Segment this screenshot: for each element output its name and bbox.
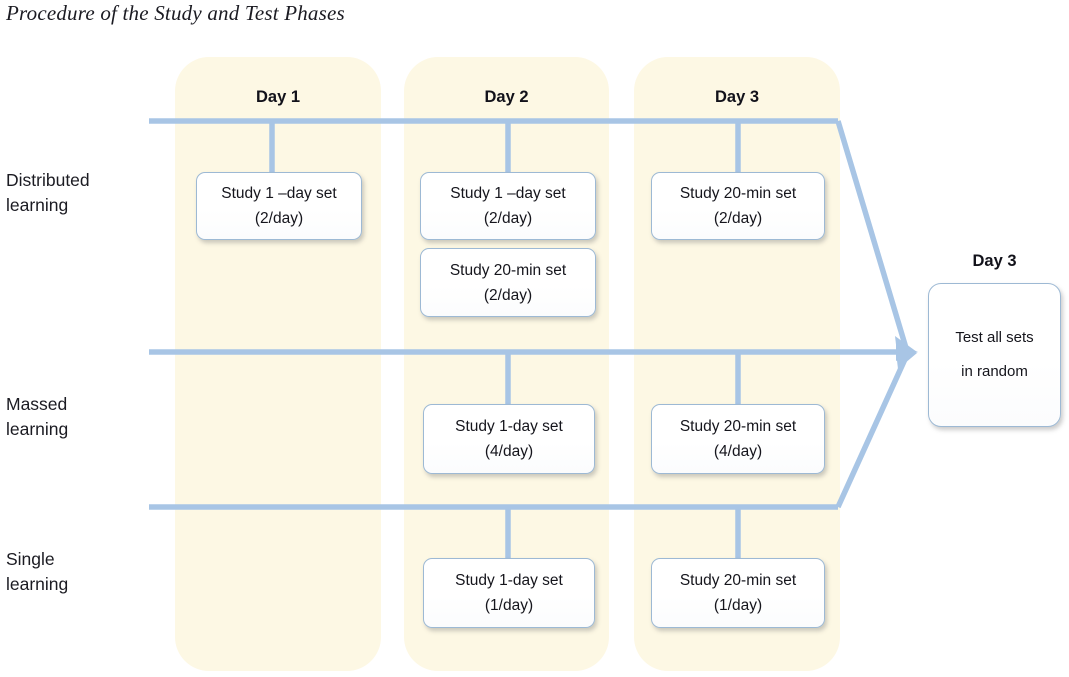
arrowhead-group	[895, 336, 918, 369]
study-box-distributed-day2-b[interactable]: Study 20-min set (2/day)	[420, 248, 596, 317]
day-column-1: Day 1	[175, 57, 381, 671]
row-label-distributed-line2: learning	[6, 195, 69, 215]
study-box-massed-day3[interactable]: Study 20-min set (4/day)	[651, 404, 825, 474]
study-box-line1: Study 20-min set	[449, 261, 567, 279]
study-box-line2: (1/day)	[713, 597, 763, 614]
row-label-massed-line1: Massed	[6, 394, 68, 414]
day-column-header-1: Day 1	[255, 88, 301, 106]
study-box-single-day2[interactable]: Study 1-day set (1/day)	[423, 558, 595, 628]
study-box-line1: Study 20-min set	[679, 572, 797, 589]
arrow-distributed-to-test	[835, 120, 909, 349]
study-box-massed-day2[interactable]: Study 1-day set (4/day)	[423, 404, 595, 474]
study-box-distributed-day2-a[interactable]: Study 1 –day set (2/day)	[420, 172, 596, 240]
study-box-line1: Study 1 –day set	[450, 185, 566, 202]
row-label-single-line2: learning	[6, 574, 69, 594]
study-box-line1: Study 1-day set	[455, 572, 563, 589]
study-box-line2: (2/day)	[483, 210, 533, 227]
row-label-massed-line2: learning	[6, 419, 69, 439]
row-label-massed: Massed learning	[6, 392, 166, 442]
test-box-line2: in random	[961, 363, 1028, 380]
study-box-line2: (2/day)	[483, 286, 533, 304]
arrowhead-single	[896, 352, 917, 369]
study-box-line2: (4/day)	[713, 443, 763, 460]
day-column-header-3: Day 3	[714, 88, 760, 106]
study-box-single-day3[interactable]: Study 20-min set (1/day)	[651, 558, 825, 628]
study-box-distributed-day1[interactable]: Study 1 –day set (2/day)	[196, 172, 362, 240]
study-box-line2: (4/day)	[484, 443, 534, 460]
study-box-line1: Study 20-min set	[679, 185, 797, 202]
test-box[interactable]: Test all sets in random	[928, 283, 1061, 427]
study-box-line2: (1/day)	[484, 597, 534, 614]
study-box-distributed-day3[interactable]: Study 20-min set (2/day)	[651, 172, 825, 240]
row-label-single-line1: Single	[6, 549, 55, 569]
study-box-line2: (2/day)	[713, 210, 763, 227]
study-box-line1: Study 1-day set	[455, 418, 563, 435]
row-label-single: Single learning	[6, 547, 166, 597]
arrow-single-to-test	[835, 355, 909, 509]
study-box-line2: (2/day)	[254, 210, 304, 227]
study-box-line1: Study 1 –day set	[221, 185, 337, 202]
test-box-line1: Test all sets	[955, 329, 1034, 346]
study-box-line1: Study 20-min set	[679, 418, 797, 435]
figure-title: Procedure of the Study and Test Phases	[6, 1, 345, 25]
test-day-label: Day 3	[972, 252, 1017, 270]
row-label-distributed: Distributed learning	[6, 168, 166, 218]
day-column-header-2: Day 2	[484, 88, 529, 106]
row-label-distributed-line1: Distributed	[6, 170, 90, 190]
